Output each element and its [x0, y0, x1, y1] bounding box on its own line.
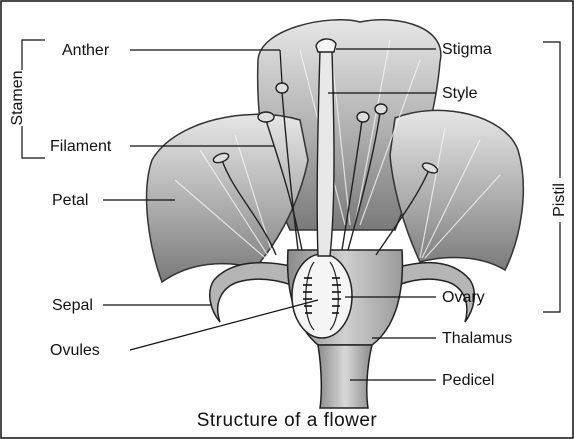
style-shape — [317, 50, 334, 256]
ovules-pointer — [130, 300, 318, 350]
label-sepal: Sepal — [52, 298, 93, 314]
group-label-pistil: Pistil — [552, 178, 568, 222]
diagram-caption: Structure of a flower — [0, 410, 574, 432]
petal-left — [147, 114, 308, 282]
ovary-shape — [292, 254, 352, 338]
label-petal: Petal — [52, 193, 88, 209]
pedicel-shape — [318, 345, 372, 408]
pistil-bracket — [543, 42, 560, 312]
anther-2 — [258, 112, 274, 122]
petal-right — [390, 110, 523, 270]
label-filament: Filament — [50, 139, 111, 155]
label-ovary: Ovary — [442, 290, 485, 306]
group-label-stamen: Stamen — [10, 70, 26, 126]
label-anther: Anther — [62, 43, 109, 59]
label-stigma: Stigma — [442, 42, 492, 58]
anther-4 — [357, 112, 369, 122]
anther-1 — [276, 83, 288, 93]
label-pedicel: Pedicel — [442, 373, 494, 389]
label-style: Style — [442, 86, 478, 102]
stigma-shape — [316, 39, 336, 52]
label-ovules: Ovules — [50, 343, 100, 359]
anther-5 — [375, 104, 387, 114]
label-thalamus: Thalamus — [442, 331, 512, 347]
